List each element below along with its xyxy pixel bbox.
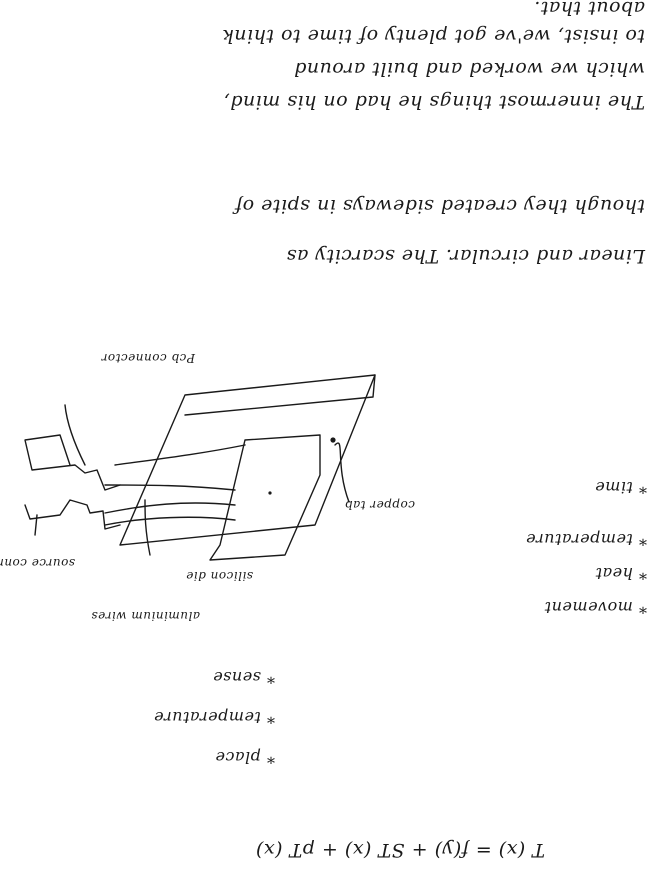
aluminium-wire-3 — [115, 445, 245, 465]
die-dot — [268, 491, 271, 494]
copper-tab-dot — [330, 437, 335, 442]
paragraph-1-line-2: to insist, we've got plenty of time to t… — [222, 25, 645, 47]
package-top-edge — [185, 375, 375, 415]
top-connector-label: Pcb connector — [101, 351, 195, 365]
aluminium-wires-leader — [145, 500, 150, 555]
copper-tab-leader — [335, 443, 349, 502]
paragraph-2-line-2: though they created sideways in spite of — [235, 195, 645, 217]
paragraph-1-line-1: The innermost things he had on his mind, — [223, 91, 645, 113]
source-connector-label: source connector — [0, 556, 75, 570]
copper-tab-label: copper tab — [344, 498, 415, 512]
top-connector-leader — [65, 405, 85, 465]
paragraph-1-line-3: about that. — [534, 0, 645, 19]
silicon-die-label: silicon die — [186, 569, 253, 583]
aluminium-wire-2 — [105, 503, 235, 513]
aluminium-wire-1 — [105, 517, 235, 525]
aluminium-wire-4 — [105, 485, 235, 490]
paragraph-1-inline: which we worked and built around — [294, 58, 645, 80]
aluminium-wires-label: aluminium wires — [91, 609, 200, 623]
paragraph-2-line-1: Linear and circular. The scarcity as — [286, 245, 645, 267]
upper-pin — [25, 435, 120, 490]
silicon-die-outline — [210, 435, 320, 560]
